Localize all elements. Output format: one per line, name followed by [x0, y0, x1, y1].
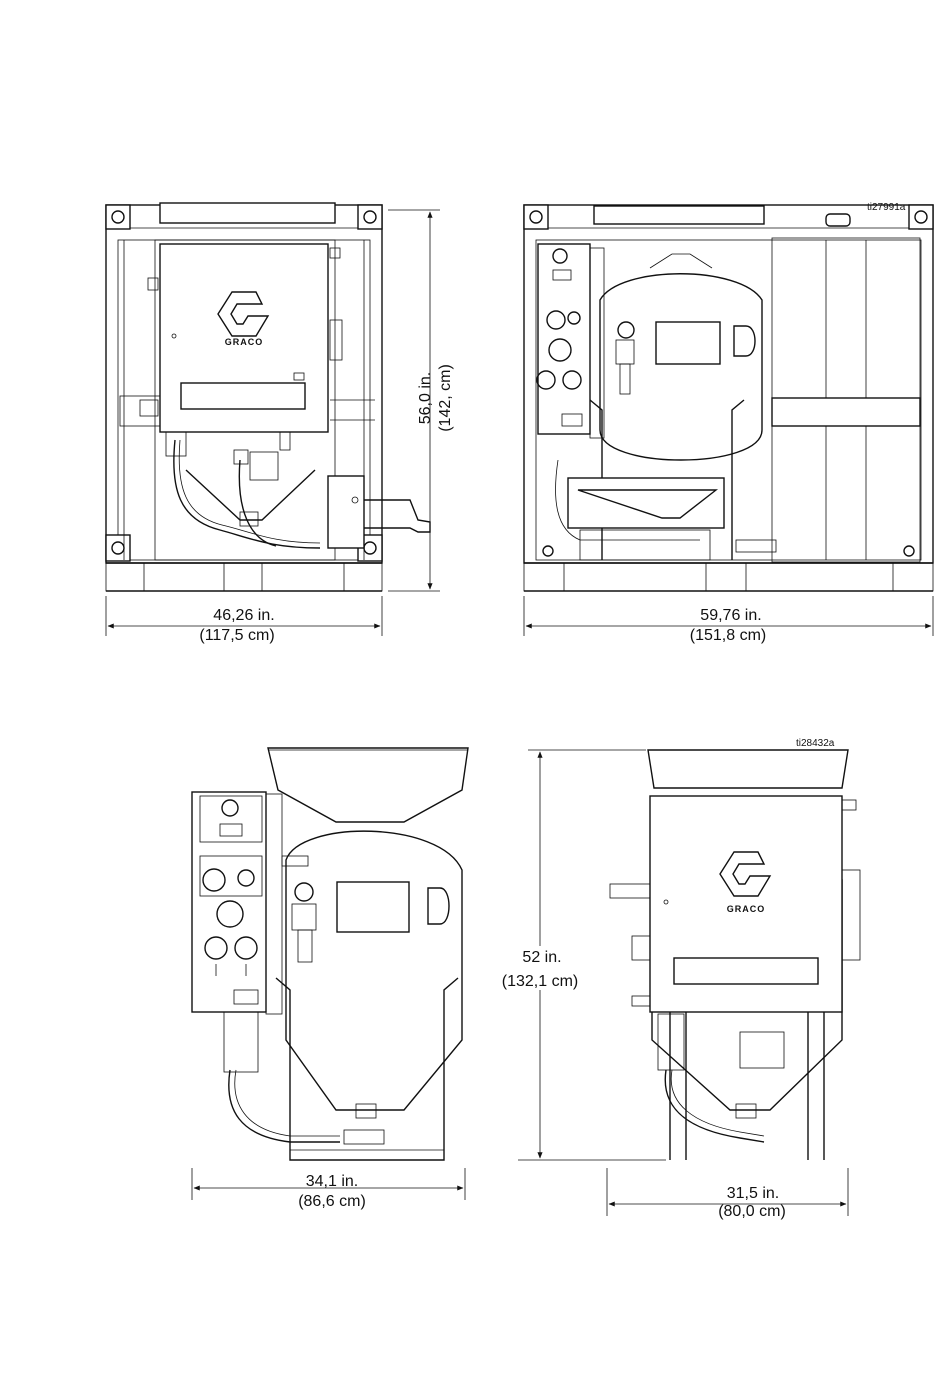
logo-text: GRACO	[727, 904, 766, 914]
width-cm-label: (86,6 cm)	[298, 1193, 366, 1210]
control-panel	[192, 792, 266, 1012]
width-in-label: 34,1 in.	[306, 1173, 358, 1190]
height-cm-label: (132,1 cm)	[502, 973, 578, 990]
bottom-left-view: 34,1 in. (86,6 cm)	[192, 748, 468, 1210]
height-in-label: 56,0 in.	[417, 372, 434, 424]
logo-text: GRACO	[225, 337, 264, 347]
figure-ref-top: ti27991a	[867, 202, 906, 213]
height-cm-label: (142, cm)	[437, 364, 454, 432]
bottom-right-view: ti28432a GRACO 31,5 in.	[500, 738, 860, 1220]
pressure-gauge-icon	[295, 883, 313, 901]
top-left-view: GRACO 46,26 in.	[106, 203, 454, 644]
width-in-label: 46,26 in.	[213, 607, 274, 624]
pressure-gauge-icon	[618, 322, 634, 338]
width-cm-label: (151,8 cm)	[690, 627, 766, 644]
figure-ref-bottom: ti28432a	[796, 738, 835, 749]
width-in-label: 59,76 in.	[700, 607, 761, 624]
width-cm-label: (117,5 cm)	[199, 627, 274, 644]
top-right-view: ti27991a	[524, 202, 933, 644]
height-in-label: 52 in.	[522, 949, 561, 966]
control-panel	[538, 244, 590, 434]
width-cm-label: (80,0 cm)	[718, 1203, 786, 1220]
width-in-label: 31,5 in.	[727, 1185, 779, 1202]
